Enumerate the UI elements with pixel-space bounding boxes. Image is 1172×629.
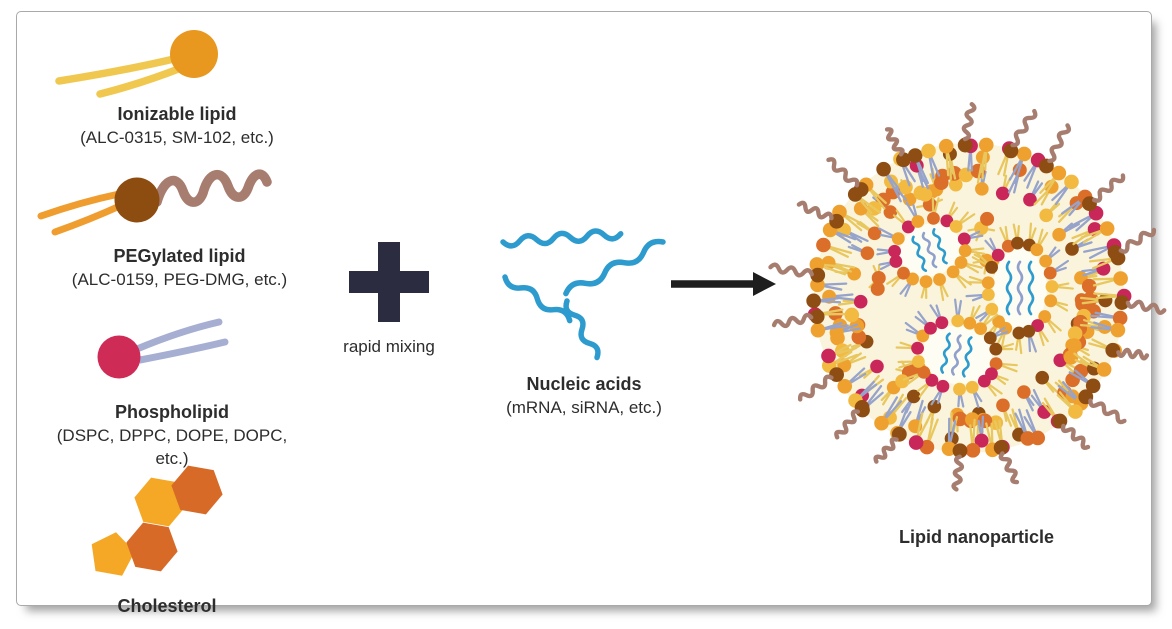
ionizable-lipid-icon	[55, 30, 218, 98]
ionizable-head	[170, 30, 218, 78]
phospholipid-detail-2: etc.)	[155, 449, 189, 468]
peg-tail-2	[51, 201, 126, 236]
plus-shape	[349, 242, 429, 322]
ionizable-lipid-label: Ionizable lipid (ALC-0315, SM-102, etc.)	[27, 103, 327, 149]
arrow-right-icon	[671, 272, 776, 296]
pegylated-lipid-icon	[37, 169, 272, 236]
peg-head	[114, 177, 160, 223]
nucleic-acids-name: Nucleic acids	[526, 374, 642, 394]
lipid-nanoparticle-label: Lipid nanoparticle	[874, 526, 1079, 549]
ionizable-lipid-detail: (ALC-0315, SM-102, etc.)	[80, 128, 274, 147]
nucleic-acids-label: Nucleic acids (mRNA, siRNA, etc.)	[475, 373, 693, 419]
cholesterol-hex-2	[134, 477, 186, 527]
cholesterol-label: Cholesterol	[72, 596, 262, 616]
phospholipid-tail-2	[136, 338, 229, 364]
ionizable-tail-1	[55, 54, 182, 85]
peg-tail-1	[37, 190, 123, 220]
cholesterol-hex-3	[171, 465, 223, 515]
pegylated-lipid-name: PEGylated lipid	[113, 246, 246, 266]
ionizable-lipid-name: Ionizable lipid	[117, 104, 237, 124]
pegylated-lipid-label: PEGylated lipid (ALC-0159, PEG-DMG, etc.…	[27, 245, 332, 291]
pegylated-lipid-detail: (ALC-0159, PEG-DMG, etc.)	[71, 270, 288, 289]
phospholipid-name: Phospholipid	[115, 402, 229, 422]
phospholipid-tail-1	[133, 318, 223, 353]
rapid-mixing-text: rapid mixing	[343, 337, 435, 356]
phospholipid-icon	[97, 318, 229, 379]
nucleic-acids-detail: (mRNA, siRNA, etc.)	[506, 398, 662, 417]
nucleic-acids-icon	[500, 228, 666, 361]
phospholipid-label: Phospholipid (DSPC, DPPC, DOPE, DOPC, et…	[22, 401, 322, 470]
figure-card: Ionizable lipid (ALC-0315, SM-102, etc.)…	[16, 11, 1167, 616]
lipid-nanoparticle-illustration	[768, 102, 1167, 492]
cholesterol-icon	[91, 465, 223, 576]
phospholipid-head	[97, 335, 141, 379]
peg-chain-squiggle	[152, 169, 272, 207]
rapid-mixing-label: rapid mixing	[329, 335, 449, 358]
ionizable-tail-2	[96, 64, 185, 98]
arrow-head	[753, 272, 776, 296]
cholesterol-hex-1	[126, 522, 178, 572]
phospholipid-detail-1: (DSPC, DPPC, DOPE, DOPC,	[56, 426, 288, 445]
plus-icon	[349, 242, 429, 322]
cholesterol-name: Cholesterol	[117, 596, 217, 616]
cholesterol-pentagon	[91, 532, 135, 576]
lipid-nanoparticle-name: Lipid nanoparticle	[898, 527, 1054, 547]
